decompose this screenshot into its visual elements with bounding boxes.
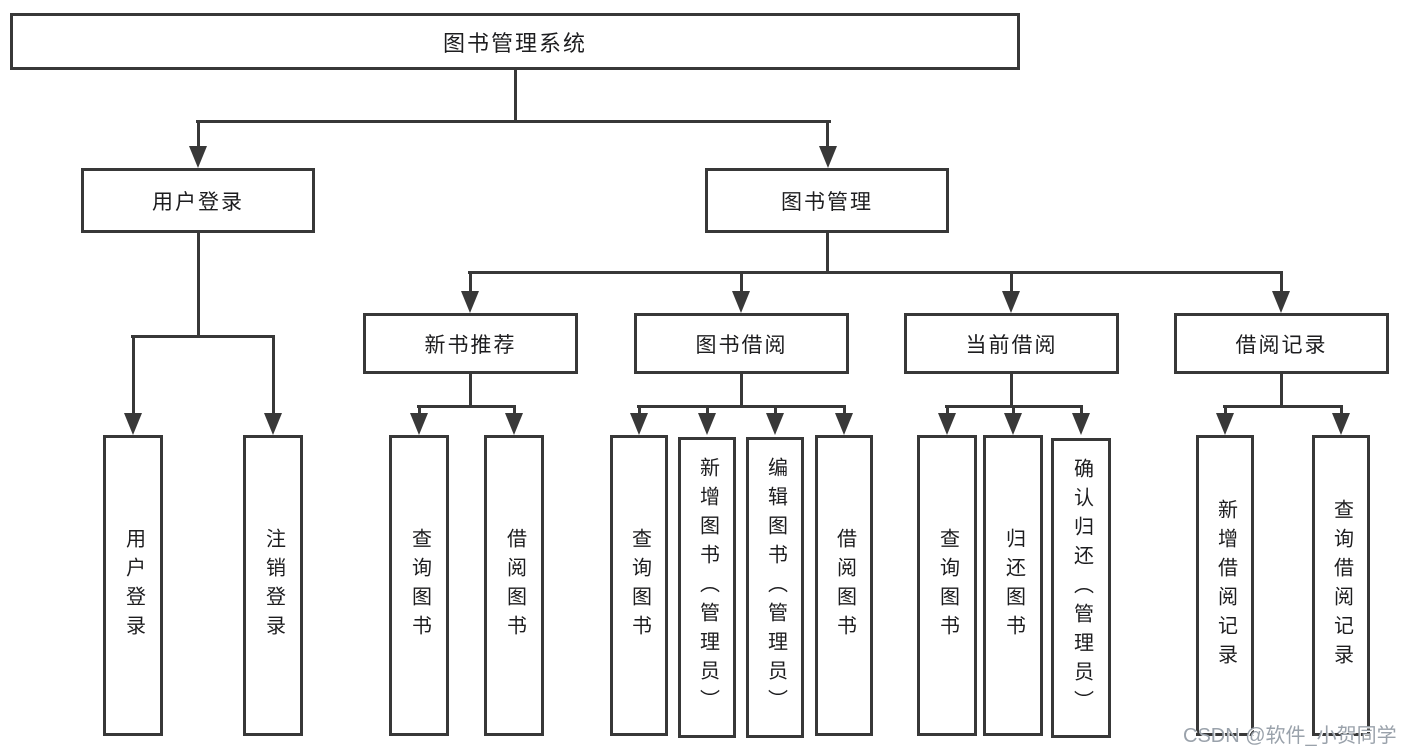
csdn-watermark: CSDN @软件_小贺同学 bbox=[1183, 725, 1397, 747]
node-bb-borrow-books: 借阅图书 bbox=[815, 435, 873, 736]
node-label: 查询图书 bbox=[936, 527, 959, 644]
connector-borrow-records-branch bbox=[1223, 405, 1343, 408]
node-label: 图书借阅 bbox=[695, 333, 788, 357]
connector-book-borrow-stem bbox=[740, 374, 743, 407]
arrow-to-leaf-login bbox=[124, 413, 142, 435]
node-bb-add-books-admin: 新增图书（管理员） bbox=[678, 437, 736, 738]
connector-book-borrow-branch bbox=[637, 405, 846, 408]
node-label: 归还图书 bbox=[1002, 527, 1025, 644]
connector-drop-bb-borrow bbox=[843, 405, 846, 417]
node-new-book-recommendation: 新书推荐 bbox=[363, 313, 578, 374]
node-cb-confirm-return-admin: 确认归还（管理员） bbox=[1051, 438, 1111, 738]
arrow-to-borrow-records bbox=[1272, 291, 1290, 313]
connector-drop-leaf-logout bbox=[272, 335, 275, 417]
node-user-login: 用户登录 bbox=[81, 168, 315, 233]
arrow-to-new-book bbox=[461, 291, 479, 313]
node-label: 确认归还（管理员） bbox=[1070, 457, 1093, 719]
connector-drop-user-login bbox=[197, 120, 200, 150]
connector-drop-cb-return bbox=[1012, 405, 1015, 417]
connector-drop-leaf-login bbox=[132, 335, 135, 417]
arrow-to-nb-borrow bbox=[505, 413, 523, 435]
node-book-management: 图书管理 bbox=[705, 168, 949, 233]
node-library-management-system: 图书管理系统 bbox=[10, 13, 1020, 70]
node-nb-borrow-books: 借阅图书 bbox=[484, 435, 544, 736]
node-cb-return-books: 归还图书 bbox=[983, 435, 1043, 736]
connector-borrow-records-stem bbox=[1280, 374, 1283, 407]
node-user-login-leaf: 用户登录 bbox=[103, 435, 163, 736]
node-label: 图书管理 bbox=[781, 190, 873, 214]
node-label: 用户登录 bbox=[152, 190, 244, 214]
arrow-to-cb-query bbox=[938, 413, 956, 435]
arrow-to-cb-confirm bbox=[1072, 413, 1090, 435]
connector-drop-cb-confirm bbox=[1080, 405, 1083, 417]
arrow-to-leaf-logout bbox=[264, 413, 282, 435]
connector-drop-br-query bbox=[1340, 405, 1343, 417]
arrow-to-bb-add bbox=[698, 413, 716, 435]
node-br-add-record: 新增借阅记录 bbox=[1196, 435, 1254, 736]
node-label: 新增借阅记录 bbox=[1214, 498, 1237, 673]
node-logout-login: 注销登录 bbox=[243, 435, 303, 736]
node-cb-query-books: 查询图书 bbox=[917, 435, 977, 736]
node-label: 注销登录 bbox=[262, 527, 285, 644]
node-bb-query-books: 查询图书 bbox=[610, 435, 668, 736]
node-label: 编辑图书（管理员） bbox=[764, 457, 787, 718]
connector-root-stem bbox=[514, 70, 517, 122]
arrow-to-bb-borrow bbox=[835, 413, 853, 435]
connector-drop-br-add bbox=[1224, 405, 1227, 417]
connector-current-borrow-stem bbox=[1010, 374, 1013, 407]
arrow-to-user-login bbox=[189, 146, 207, 168]
arrow-to-book-borrow bbox=[732, 291, 750, 313]
node-label: 查询图书 bbox=[408, 527, 431, 644]
node-bb-edit-books-admin: 编辑图书（管理员） bbox=[746, 437, 804, 738]
node-label: 新增图书（管理员） bbox=[696, 457, 719, 718]
connector-user-login-stem bbox=[197, 233, 200, 337]
arrow-to-book-mgmt bbox=[819, 146, 837, 168]
arrow-to-bb-query bbox=[630, 413, 648, 435]
connector-drop-cb-query bbox=[946, 405, 949, 417]
node-label: 当前借阅 bbox=[965, 333, 1058, 357]
connector-drop-bb-edit bbox=[774, 405, 777, 417]
connector-level3-branch bbox=[468, 271, 1283, 274]
connector-drop-nb-query bbox=[418, 405, 421, 417]
arrow-to-br-add bbox=[1216, 413, 1234, 435]
connector-drop-bb-query bbox=[638, 405, 641, 417]
node-label: 借阅图书 bbox=[503, 527, 526, 644]
arrow-to-br-query bbox=[1332, 413, 1350, 435]
node-borrowing-records: 借阅记录 bbox=[1174, 313, 1389, 374]
node-label: 图书管理系统 bbox=[442, 30, 587, 56]
connector-drop-bb-add bbox=[706, 405, 709, 417]
connector-drop-book-borrow bbox=[740, 271, 743, 295]
node-label: 查询借阅记录 bbox=[1330, 498, 1353, 673]
connector-drop-book-mgmt bbox=[826, 120, 829, 150]
arrow-to-bb-edit bbox=[766, 413, 784, 435]
node-label: 借阅图书 bbox=[833, 527, 856, 644]
arrow-to-nb-query bbox=[410, 413, 428, 435]
node-nb-query-books: 查询图书 bbox=[389, 435, 449, 736]
connector-book-mgmt-stem bbox=[826, 233, 829, 273]
arrow-to-cb-return bbox=[1004, 413, 1022, 435]
connector-drop-current-borrow bbox=[1010, 271, 1013, 295]
arrow-to-current-borrow bbox=[1002, 291, 1020, 313]
connector-level2-branch bbox=[196, 120, 831, 123]
connector-new-book-stem bbox=[469, 374, 472, 407]
node-label: 查询图书 bbox=[628, 527, 651, 644]
connector-new-book-branch bbox=[417, 405, 516, 408]
connector-drop-borrow-records bbox=[1280, 271, 1283, 295]
node-book-borrowing: 图书借阅 bbox=[634, 313, 849, 374]
node-label: 新书推荐 bbox=[424, 333, 517, 357]
node-current-borrowing: 当前借阅 bbox=[904, 313, 1119, 374]
connector-user-login-branch bbox=[131, 335, 275, 338]
connector-drop-new-book bbox=[469, 271, 472, 295]
node-br-query-record: 查询借阅记录 bbox=[1312, 435, 1370, 736]
connector-drop-nb-borrow bbox=[513, 405, 516, 417]
node-label: 用户登录 bbox=[122, 527, 145, 644]
node-label: 借阅记录 bbox=[1235, 333, 1328, 357]
